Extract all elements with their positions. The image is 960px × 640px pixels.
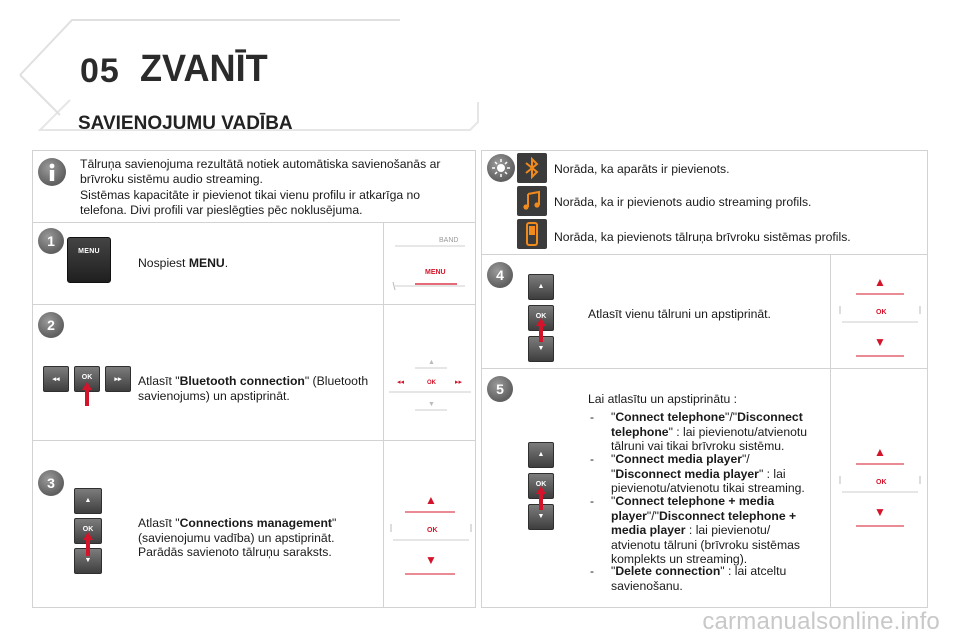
divider — [481, 368, 928, 369]
down-key: ▼ — [528, 336, 554, 362]
svg-text:BAND: BAND — [439, 237, 458, 244]
divider — [481, 254, 928, 255]
step-4-text: Atlasīt vienu tālruni un apstiprināt. — [588, 307, 771, 321]
svg-text:▸▸: ▸▸ — [455, 379, 463, 386]
up-key: ▲ — [528, 274, 554, 300]
step-badge-1: 1 — [38, 228, 64, 254]
music-note-icon — [517, 186, 547, 216]
svg-text:▼: ▼ — [874, 335, 886, 349]
footer-watermark: carmanualsonline.info — [702, 608, 940, 635]
svg-text:▲: ▲ — [428, 359, 435, 366]
bullet-connect-media-player: "Connect media player"/ "Disconnect medi… — [611, 452, 805, 495]
bullet-dash: - — [590, 452, 594, 466]
svg-text:OK: OK — [876, 479, 887, 486]
bullet-connect-telephone: "Connect telephone"/"Disconnect telephon… — [611, 410, 808, 453]
svg-text:▲: ▲ — [874, 275, 886, 289]
ok-rotary-diagram: ▲ ◂◂ OK ▸▸ ▼ — [389, 359, 471, 411]
chapter-title: ZVANĪT — [140, 48, 268, 90]
bluetooth-icon — [517, 153, 547, 183]
ok-updown-diagram: ▲ OK ▼ — [839, 275, 921, 357]
step-badge-5: 5 — [487, 376, 513, 402]
chapter-number: 05 — [80, 52, 120, 90]
divider — [32, 304, 476, 305]
svg-text:▼: ▼ — [428, 401, 435, 408]
bullet-dash: - — [590, 494, 594, 508]
rewind-key: ◂◂ — [43, 366, 69, 392]
press-arrow-icon — [82, 382, 92, 406]
svg-text:▲: ▲ — [874, 445, 886, 459]
ok-updown-diagram: ▲ OK ▼ — [390, 493, 472, 575]
step-2-text: Atlasīt "Bluetooth connection" (Bluetoot… — [138, 374, 369, 403]
info-icon — [38, 158, 66, 186]
divider — [32, 222, 476, 223]
svg-text:MENU: MENU — [425, 269, 446, 276]
step-3-text: Atlasīt "Connections management" (savien… — [138, 516, 337, 559]
up-key: ▲ — [74, 488, 102, 514]
step-badge-4: 4 — [487, 262, 513, 288]
svg-text:▼: ▼ — [425, 553, 437, 567]
info-paragraph-1: Tālruņa savienojuma rezultātā notiek aut… — [80, 157, 441, 186]
step-5-intro: Lai atlasītu un apstiprinātu : — [588, 392, 738, 406]
section-title: SAVIENOJUMU VADĪBA — [78, 113, 293, 134]
header-decoration — [19, 19, 479, 131]
press-arrow-icon — [83, 532, 93, 556]
press-arrow-icon — [536, 318, 546, 342]
press-arrow-icon — [536, 486, 546, 510]
svg-text:OK: OK — [876, 309, 887, 316]
bullet-delete-connection: "Delete connection" : lai atceltu savien… — [611, 564, 787, 593]
forward-key: ▸▸ — [105, 366, 131, 392]
menu-key-graphic: MENU — [67, 237, 111, 283]
light-icon — [487, 154, 515, 182]
status-text-handsfree: Norāda, ka pievienots tālruņa brīvroku s… — [554, 230, 851, 244]
step-1-text: Nospiest MENU. — [138, 256, 229, 270]
step-badge-3: 3 — [38, 470, 64, 496]
up-key: ▲ — [528, 442, 554, 468]
svg-text:OK: OK — [427, 527, 438, 534]
bullet-dash: - — [590, 410, 594, 424]
down-key: ▼ — [74, 548, 102, 574]
status-text-bluetooth: Norāda, ka aparāts ir pievienots. — [554, 162, 730, 176]
bullet-connect-telephone-media: "Connect telephone + media player"/"Disc… — [611, 494, 800, 566]
ok-updown-diagram: ▲ OK ▼ — [839, 445, 921, 527]
svg-text:OK: OK — [427, 380, 437, 386]
bullet-dash: - — [590, 564, 594, 578]
svg-text:◂◂: ◂◂ — [397, 379, 405, 386]
status-text-audio: Norāda, ka ir pievienots audio streaming… — [554, 195, 812, 209]
divider — [32, 440, 476, 441]
divider — [830, 254, 831, 608]
svg-text:▲: ▲ — [425, 493, 437, 507]
right-panel — [481, 150, 928, 608]
phone-icon — [517, 219, 547, 249]
divider — [383, 222, 384, 608]
menu-band-diagram: BAND MENU — [392, 237, 465, 291]
info-paragraph-2: Sistēmas kapacitāte ir pievienot tikai v… — [80, 188, 421, 217]
step-badge-2: 2 — [38, 312, 64, 338]
svg-text:▼: ▼ — [874, 505, 886, 519]
